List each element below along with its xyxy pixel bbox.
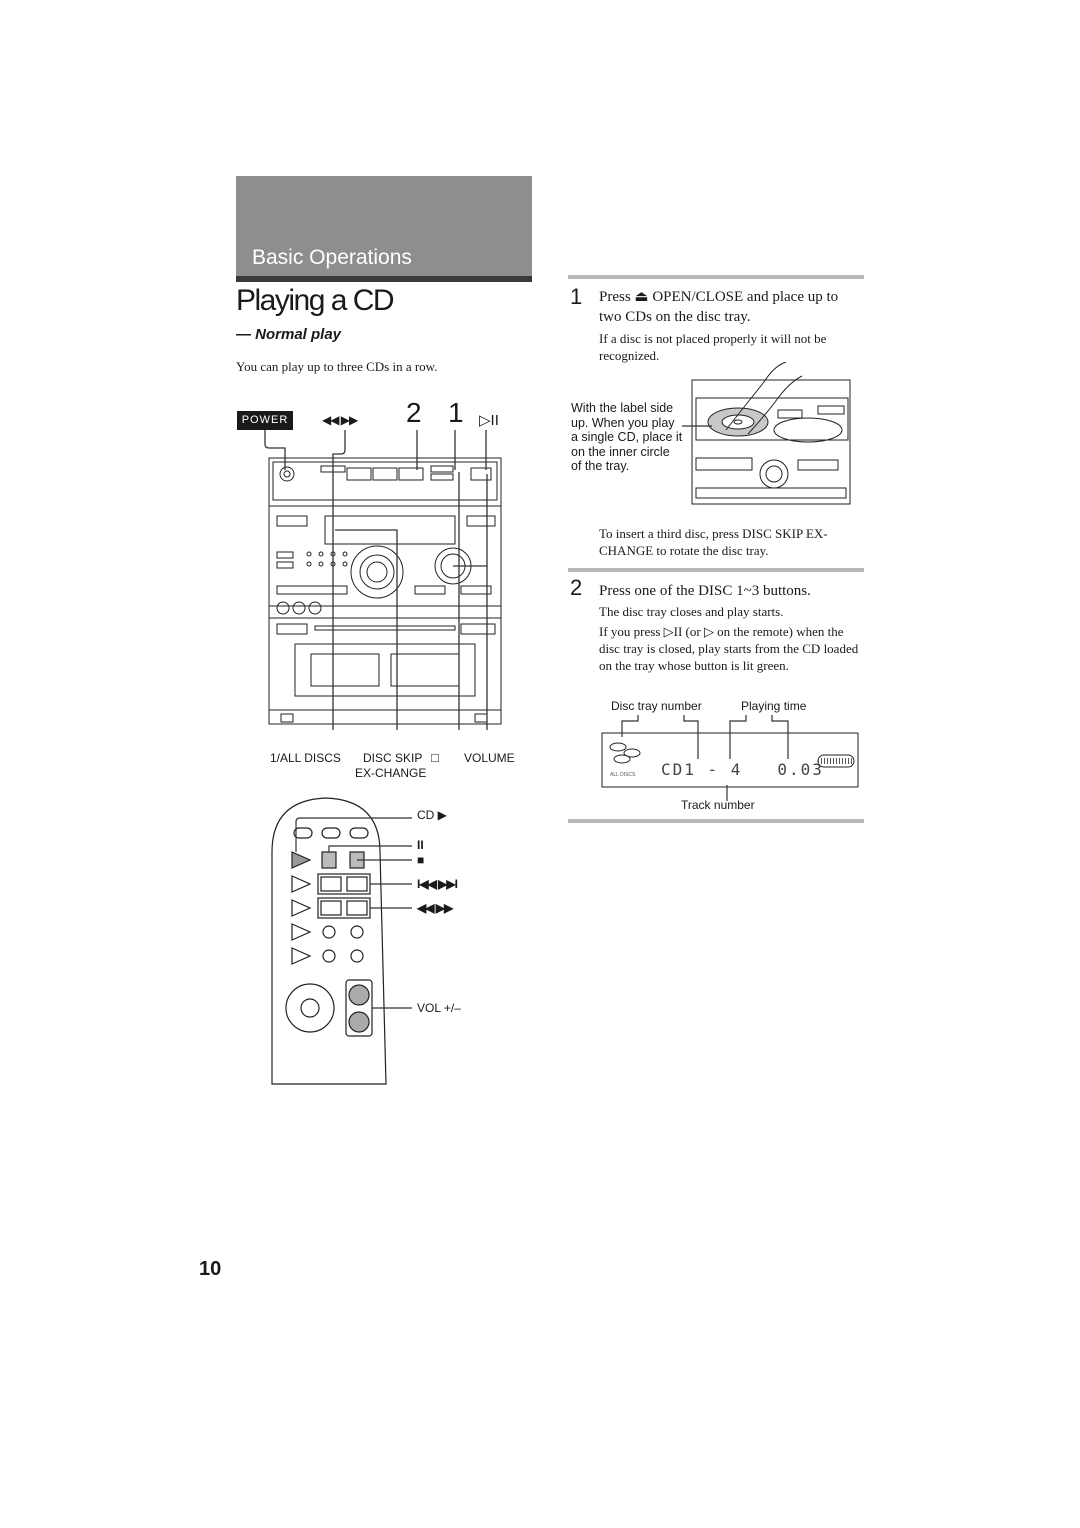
label-disc-skip-symbol: □ (431, 750, 439, 765)
label-all-discs: 1/ALL DISCS (270, 751, 341, 765)
remote-label-skip: I◀◀ ▶▶I (417, 877, 458, 891)
step2-number: 2 (570, 575, 583, 600)
step1-callout: With the label side up. When you play a … (571, 401, 683, 474)
callout-1: 1 (448, 397, 464, 428)
remote-label-vol: VOL +/– (417, 1001, 461, 1015)
track-leader-line (726, 785, 728, 801)
display-label-tray: Disc tray number (611, 699, 702, 713)
remote-illustration (271, 797, 412, 1085)
label-disc-skip: DISC SKIP (363, 751, 423, 765)
remote-label-pause: II (417, 838, 424, 852)
callout-2: 2 (406, 397, 422, 428)
intro-text: You can play up to three CDs in a row. (236, 359, 438, 374)
step2-note1: The disc tray closes and play starts. (599, 604, 784, 619)
rule-bottom (568, 819, 864, 823)
remote-label-search: ◀◀ ▶▶ (417, 901, 453, 915)
display-readout: CD1 - 4 0.03 (661, 760, 824, 779)
display-small-text: ALL DISCS (610, 772, 636, 778)
step1-number: 1 (570, 284, 583, 309)
main-unit-illustration (264, 430, 502, 730)
power-badge: POWER (237, 411, 293, 430)
disc-tray-illustration (682, 362, 851, 505)
section-band (236, 176, 532, 276)
rule-middle (568, 568, 864, 572)
remote-label-cd-play: CD ▶ (417, 808, 447, 822)
play-pause-symbol: ▷II (479, 412, 499, 429)
page-title: Playing a CD (236, 284, 395, 317)
section-band-bar (236, 276, 532, 282)
rule-top (568, 275, 864, 279)
step2-note2: If you press ▷II (or ▷ on the remote) wh… (599, 624, 859, 673)
display-label-track: Track number (681, 798, 755, 812)
step1-note: If a disc is not placed properly it will… (599, 331, 827, 363)
step1-heading: Press ⏏ OPEN/CLOSE and place up to two C… (599, 289, 839, 325)
label-exchange: EX-CHANGE (355, 766, 427, 780)
label-volume: VOLUME (464, 751, 515, 765)
remote-label-stop: ■ (417, 853, 425, 867)
step2-heading: Press one of the DISC 1~3 buttons. (599, 583, 811, 599)
step1-insert-note: To insert a third disc, press DISC SKIP … (599, 526, 828, 558)
section-title: Basic Operations (252, 246, 412, 269)
display-panel-illustration (601, 715, 859, 788)
display-label-time: Playing time (741, 699, 807, 713)
search-symbol-label: ◀◀ ▶▶ (322, 413, 358, 427)
page-number: 10 (199, 1258, 222, 1280)
subheading: — Normal play (236, 326, 342, 343)
